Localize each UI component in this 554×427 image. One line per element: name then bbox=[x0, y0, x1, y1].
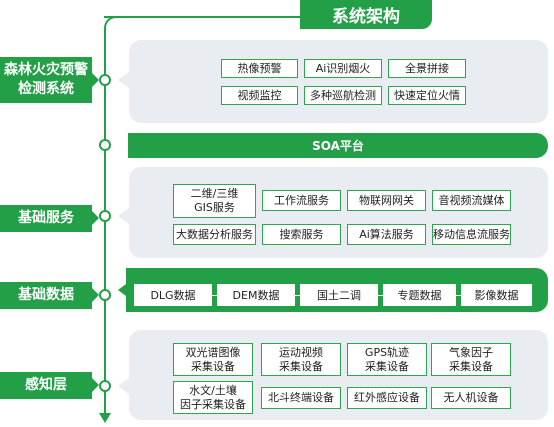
item-box: Ai算法服务 bbox=[347, 224, 426, 245]
item-box: 气象因子 采集设备 bbox=[431, 343, 511, 376]
item-box: 工作流服务 bbox=[262, 190, 341, 211]
label-services: 基础服务 bbox=[0, 205, 92, 232]
item-box: 大数据分析服务 bbox=[173, 224, 256, 245]
node-soa bbox=[99, 139, 111, 151]
item-box: Ai识别烟火 bbox=[304, 59, 382, 78]
data-box: DEM数据 bbox=[217, 284, 295, 306]
label-perception: 感知层 bbox=[0, 372, 92, 399]
node-top bbox=[99, 74, 111, 86]
item-box: 无人机设备 bbox=[431, 387, 511, 409]
label-tip bbox=[92, 378, 99, 392]
data-box: DLG数据 bbox=[134, 284, 212, 306]
node-services bbox=[99, 210, 111, 222]
panel-notch bbox=[118, 71, 130, 89]
item-box: 红外感应设备 bbox=[347, 387, 427, 409]
item-box: 北斗终端设备 bbox=[261, 387, 341, 409]
item-box: 快速定位火情 bbox=[388, 86, 466, 105]
label-tip bbox=[92, 73, 99, 87]
label-tip bbox=[92, 288, 99, 302]
item-box: 物联网网关 bbox=[347, 190, 426, 211]
data-box: 影像数据 bbox=[461, 284, 532, 306]
panel-notch bbox=[118, 377, 130, 395]
title-connector-line bbox=[104, 16, 302, 18]
item-box: 全景拼接 bbox=[388, 59, 466, 78]
panel-notch bbox=[118, 281, 130, 299]
arrow-down-icon bbox=[99, 413, 111, 423]
item-box: 二维/三维 GIS服务 bbox=[173, 184, 256, 218]
label-tip bbox=[92, 211, 99, 225]
data-box: 专题数据 bbox=[383, 284, 456, 306]
soa-platform-bar: SOA平台 bbox=[128, 133, 548, 158]
item-box: 搜索服务 bbox=[262, 224, 341, 245]
data-box: 国土二调 bbox=[300, 284, 378, 306]
page-title: 系统架构 bbox=[300, 0, 432, 29]
trunk-corner bbox=[104, 16, 118, 30]
panel-top bbox=[129, 40, 548, 123]
item-box: 热像预警 bbox=[221, 59, 298, 78]
node-data bbox=[99, 289, 111, 301]
item-box: 水文/土壤 因子采集设备 bbox=[173, 381, 253, 414]
panel-notch bbox=[118, 207, 130, 225]
label-top-layer: 森林火灾预警检测系统 bbox=[0, 57, 92, 103]
item-box: 音视频流媒体 bbox=[432, 190, 511, 211]
item-box: GPS轨迹 采集设备 bbox=[347, 343, 427, 376]
item-box: 视频监控 bbox=[221, 86, 298, 105]
label-data: 基础数据 bbox=[0, 282, 92, 309]
item-box: 移动信息流服务 bbox=[432, 224, 511, 245]
node-perception bbox=[99, 380, 111, 392]
item-box: 多种巡航检测 bbox=[304, 86, 382, 105]
item-box: 双光谱图像 采集设备 bbox=[173, 343, 253, 376]
item-box: 运动视频 采集设备 bbox=[261, 343, 341, 376]
